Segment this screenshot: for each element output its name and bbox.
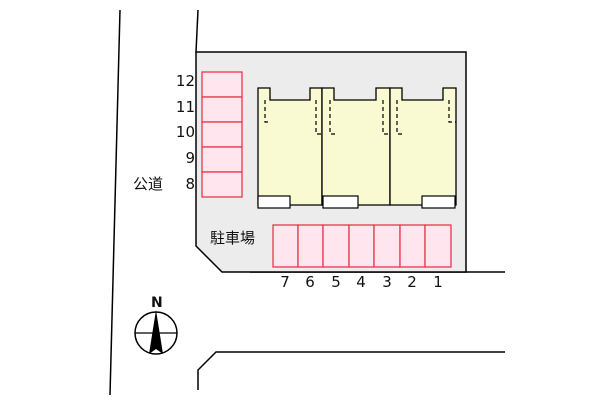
parking-number-10: 10 (175, 123, 195, 141)
parking-space (201, 121, 243, 148)
parking-number-5: 5 (331, 273, 341, 291)
road-edge-lower-corner (197, 351, 505, 390)
parking-number-11: 11 (175, 98, 195, 116)
parking-space (201, 171, 243, 198)
parking-space (201, 146, 243, 173)
parking-label: 駐車場 (210, 229, 256, 247)
parking-number-12: 12 (175, 72, 195, 90)
parking-space (424, 224, 452, 268)
road-edge-left (109, 9, 121, 396)
parking-number-8: 8 (185, 175, 195, 193)
parking-space (201, 96, 243, 123)
parking-number-9: 9 (185, 149, 195, 167)
parking-space (272, 224, 299, 268)
parking-number-1: 1 (433, 273, 443, 291)
entrance-step (421, 195, 456, 209)
road-edge-upper (195, 9, 199, 53)
parking-number-7: 7 (280, 273, 290, 291)
entrance-step (322, 195, 359, 209)
parking-number-6: 6 (305, 273, 315, 291)
parking-space (297, 224, 324, 268)
entrance-step (257, 195, 291, 209)
parking-space (322, 224, 350, 268)
parking-space (373, 224, 401, 268)
parking-space (348, 224, 375, 268)
public-road-label: 公道 (133, 175, 164, 193)
parking-number-4: 4 (356, 273, 366, 291)
parking-space (399, 224, 426, 268)
building-unit (257, 87, 323, 206)
north-compass-icon (134, 310, 178, 355)
parking-number-3: 3 (382, 273, 392, 291)
building-unit (389, 87, 457, 206)
parking-space (201, 71, 243, 98)
parking-number-2: 2 (407, 273, 417, 291)
building-unit (321, 87, 391, 206)
north-label: N (151, 295, 163, 311)
